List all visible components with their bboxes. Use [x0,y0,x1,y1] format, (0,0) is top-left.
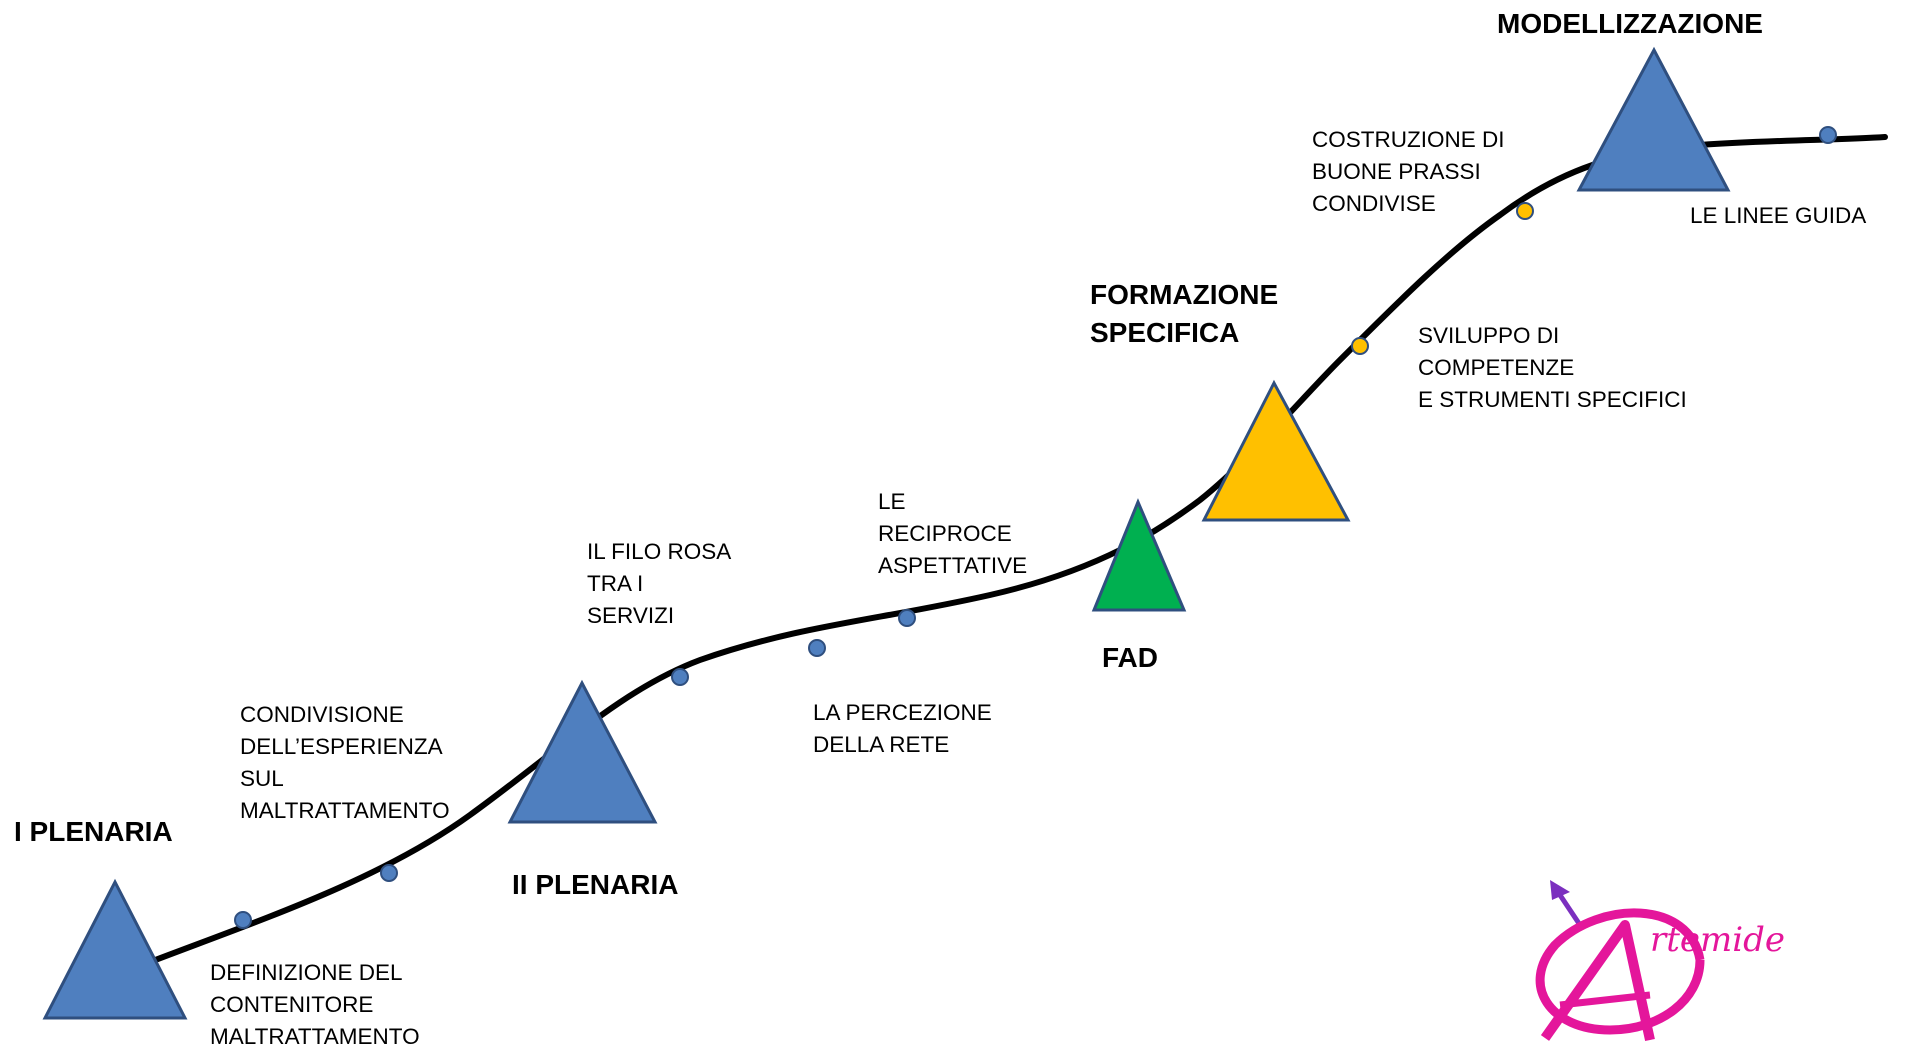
step-label-sviluppo: SVILUPPO DI COMPETENZE E STRUMENTI SPECI… [1418,323,1687,412]
step-label-condivisione: CONDIVISIONE DELL’ESPERIENZA SUL MALTRAT… [240,702,450,823]
milestone-title-plenaria1: I PLENARIA [14,816,173,847]
milestone-triangle-fad [1091,498,1187,612]
step-dot-costruzione [1516,202,1534,220]
step-label-linee-guida: LE LINEE GUIDA [1690,203,1867,228]
step-label-definizione: DEFINIZIONE DEL CONTENITORE MALTRATTAMEN… [210,960,420,1049]
step-label-filo-rosa: IL FILO ROSA TRA I SERVIZI [587,539,732,628]
step-dot-aspettative [898,609,916,627]
milestone-title-fad: FAD [1102,642,1158,673]
milestone-title-plenaria2: II PLENARIA [512,869,679,900]
milestone-triangle-formazione [1201,379,1351,522]
milestone-triangle-plenaria1 [42,878,188,1020]
artemide-logo-graphic [1535,880,1705,1042]
step-label-percezione: LA PERCEZIONE DELLA RETE [813,700,992,757]
milestone-title-formazione: FORMAZIONE SPECIFICA [1090,279,1279,348]
step-dot-definizione [234,911,252,929]
step-dot-sviluppo [1351,337,1369,355]
step-label-costruzione: COSTRUZIONE DI BUONE PRASSI CONDIVISE [1312,127,1505,216]
step-dot-linee-guida [1819,126,1837,144]
step-label-aspettative: LE RECIPROCE ASPETTATIVE [878,489,1028,578]
step-dot-percezione [808,639,826,657]
milestone-triangle-plenaria2 [507,679,658,824]
step-dot-filo-rosa [671,668,689,686]
step-dot-condivisione [380,864,398,882]
milestone-triangle-modellizzazione [1576,46,1731,192]
milestone-title-modellizzazione: MODELLIZZAZIONE [1497,8,1763,39]
artemide-logo-text: rtemide [1650,920,1786,960]
